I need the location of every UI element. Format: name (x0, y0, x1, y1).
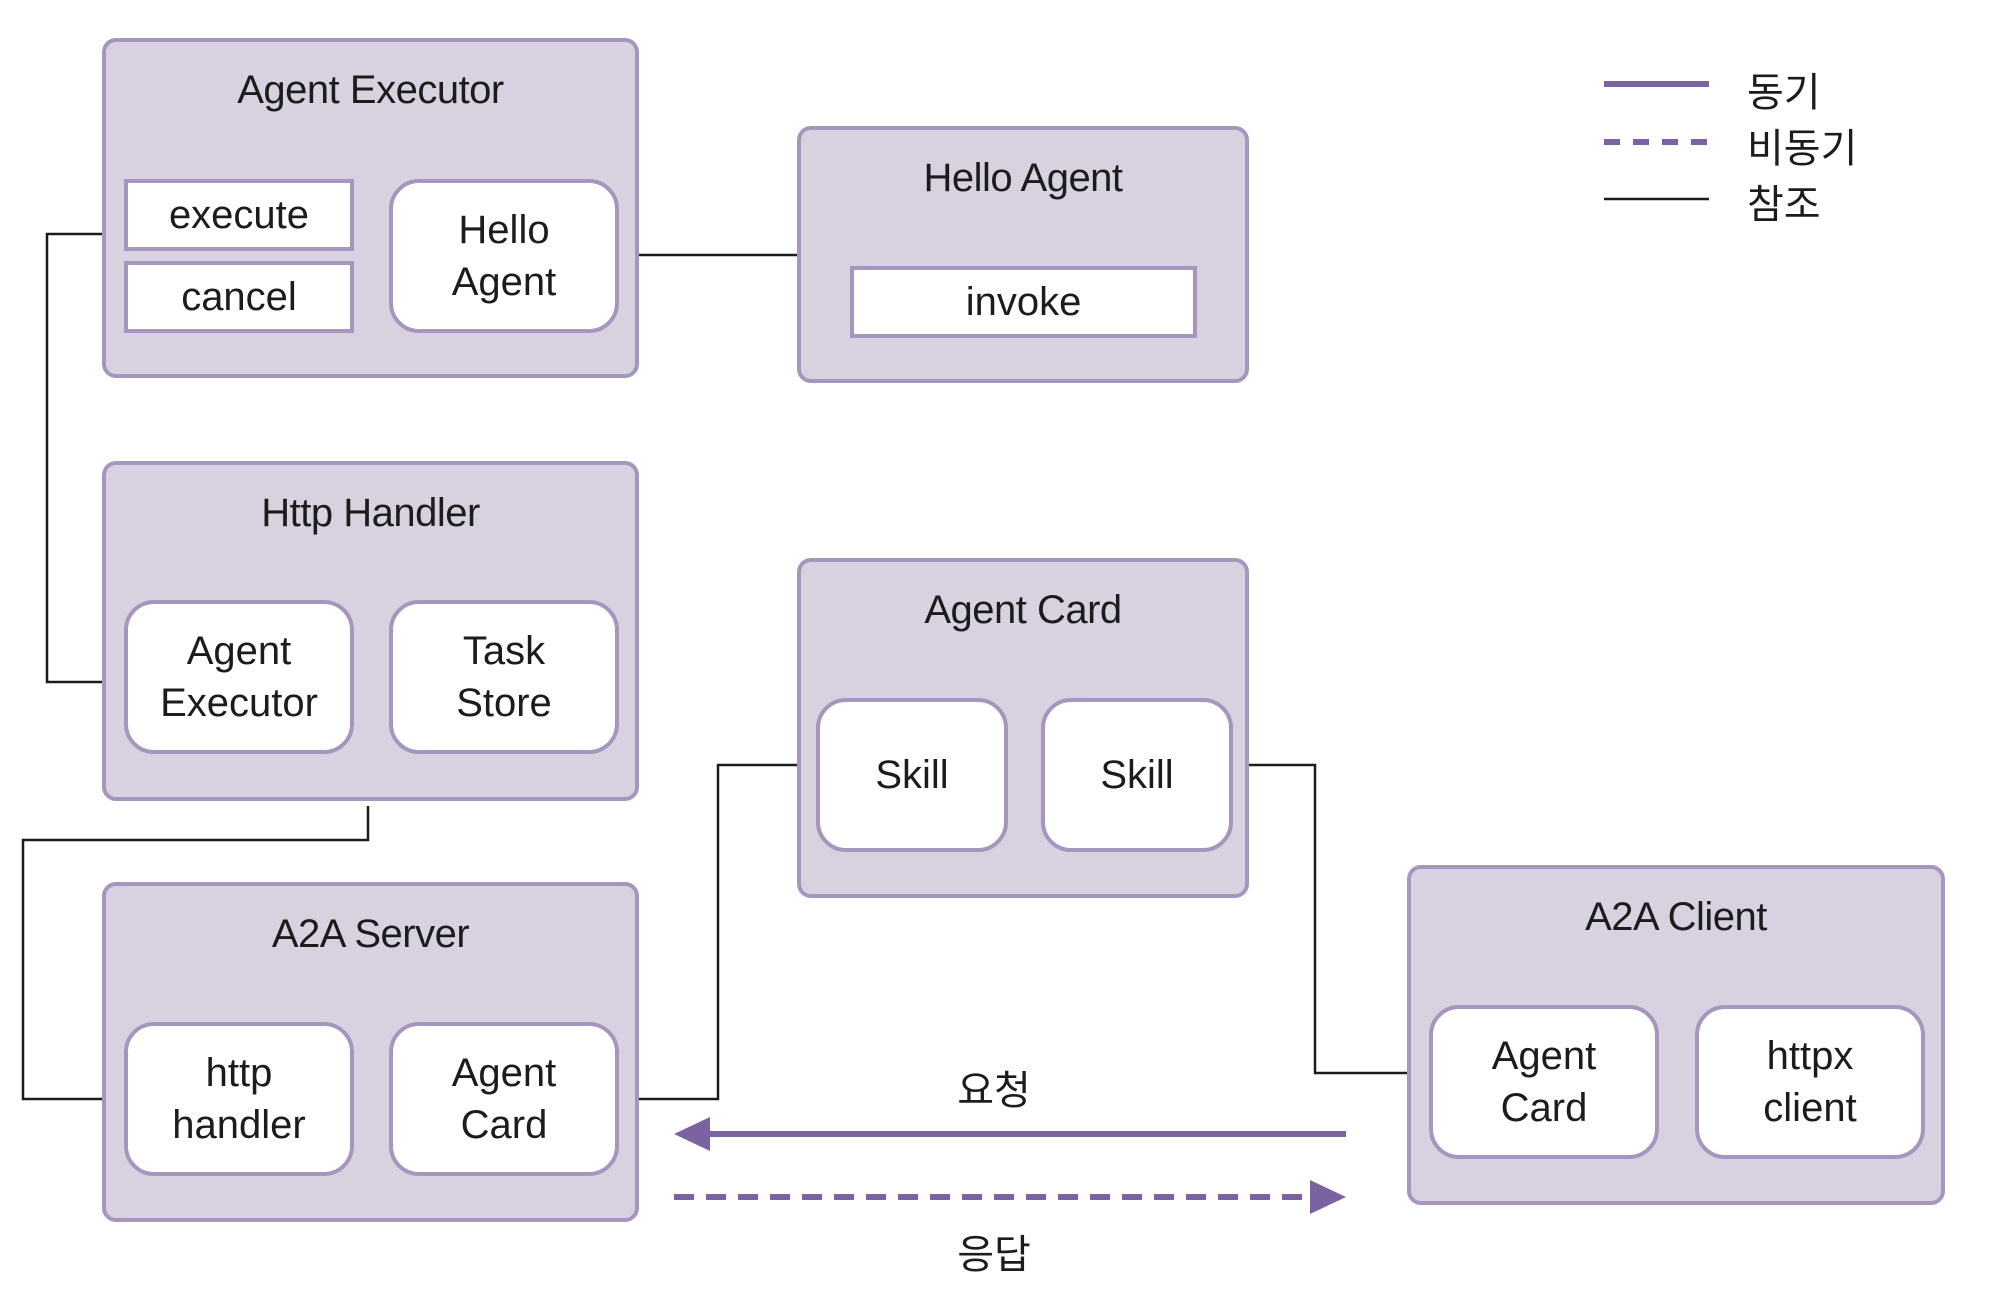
legend-sync-label: 동기 (1747, 71, 1821, 115)
group-title: Agent Executor (237, 68, 504, 112)
skill-node: Skill (816, 698, 1008, 852)
skill-node: Skill (1041, 698, 1233, 852)
group-title: Hello Agent (923, 156, 1123, 200)
client-agent-card-ref: Agent Card (1429, 1005, 1659, 1159)
http-handler-ref: http handler (124, 1022, 354, 1176)
ref-line-http-handler-to-a2a-server (21, 806, 370, 1101)
ref-line-server-card-to-agent-card (617, 763, 797, 1101)
response-label: 응답 (957, 1233, 1031, 1277)
legend-async-label: 비동기 (1747, 127, 1858, 171)
group-title: Agent Card (924, 588, 1122, 632)
cancel-method: cancel (124, 261, 354, 333)
group-title: A2A Server (271, 912, 470, 956)
legend-reference-label: 참조 (1747, 183, 1821, 227)
invoke-method: invoke (850, 266, 1197, 338)
ref-line-agent-card-to-client-card (1249, 763, 1429, 1075)
group-title: A2A Client (1585, 895, 1767, 939)
group-title: Http Handler (261, 491, 480, 535)
task-store-node: Task Store (389, 600, 619, 754)
response-arrowhead (1310, 1180, 1346, 1214)
request-label: 요청 (957, 1069, 1031, 1113)
request-arrowhead (674, 1117, 710, 1151)
agent-card-ref: Agent Card (389, 1022, 619, 1176)
hello-agent-ref: Hello Agent (389, 179, 619, 333)
ref-line-agent-executor-to-http-handler (45, 232, 124, 684)
hello-agent-group: Hello Agent (797, 126, 1249, 383)
agent-executor-ref: Agent Executor (124, 600, 354, 754)
httpx-client-node: httpx client (1695, 1005, 1925, 1159)
execute-method: execute (124, 179, 354, 251)
